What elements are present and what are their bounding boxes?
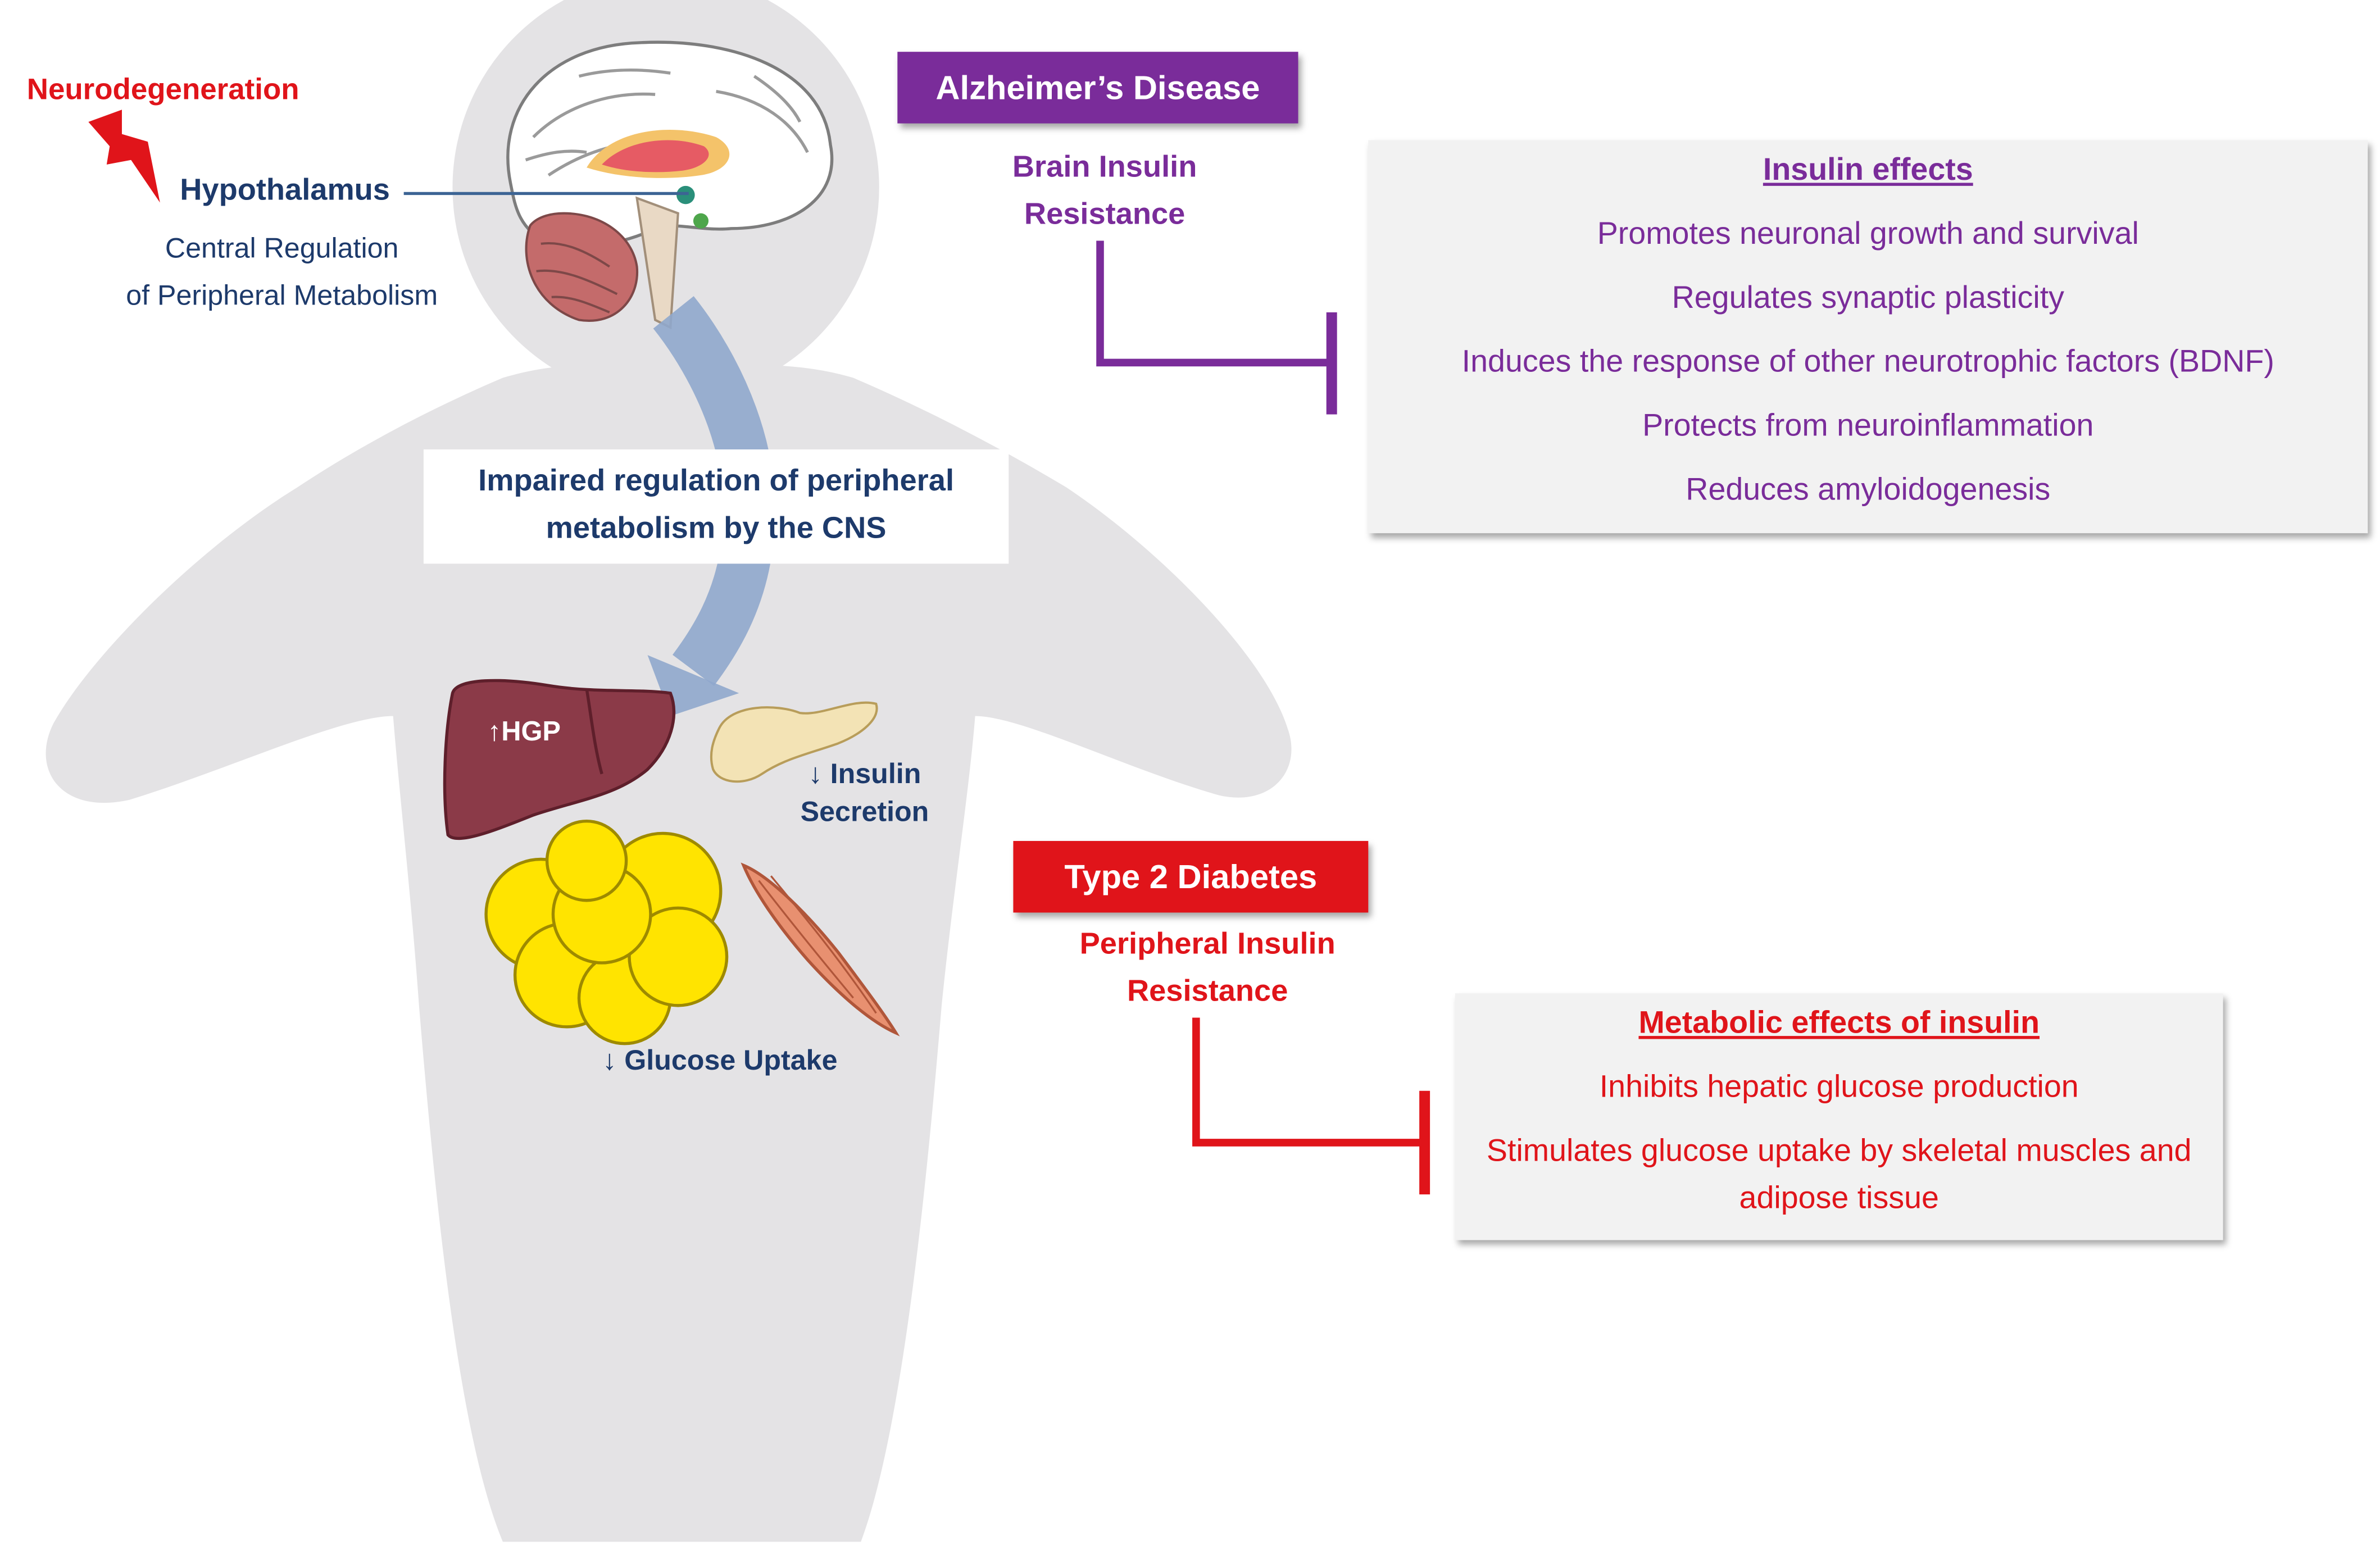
liver-icon [443,679,676,840]
central-regulation-label: Central Regulation of Peripheral Metabol… [92,224,473,319]
type-2-diabetes-tag: Type 2 Diabetes [1013,840,1369,913]
metabolic-effects-title: Metabolic effects of insulin [1638,1005,2040,1041]
glucose-uptake-label: ↓ Glucose Uptake [602,1043,838,1076]
alzheimers-inhibition-line [1096,240,1329,367]
insulin-effect-item: Promotes neuronal growth and survival [1597,216,2139,252]
impaired-regulation-line-1: Impaired regulation of peripheral [478,465,955,498]
insulin-secretion-line-2: Secretion [800,795,929,827]
hypothalamus-label: Hypothalamus [180,174,390,207]
insulin-effect-item: Regulates synaptic plasticity [1672,280,2064,316]
insulin-effect-item: Protects from neuroinflammation [1642,408,2094,444]
diabetes-inhibition-line [1192,1017,1420,1147]
brain-insulin-resistance-label: Brain Insulin Resistance [968,145,1242,239]
pancreas-icon [710,701,878,783]
peripheral-insulin-resistance-line-2: Resistance [1127,975,1288,1009]
peripheral-insulin-resistance-line-1: Peripheral Insulin [1079,927,1336,962]
metabolic-effect-item: Inhibits hepatic glucose production [1599,1069,2079,1105]
insulin-effect-item: Reduces amyloidogenesis [1686,472,2051,508]
impaired-regulation-box: Impaired regulation of peripheral metabo… [423,449,1009,564]
hgp-label: ↑HGP [487,716,561,747]
central-regulation-line-2: of Peripheral Metabolism [126,279,438,311]
metabolic-effect-item: Stimulates glucose uptake by skeletal mu… [1486,1133,2192,1216]
brain-icon [506,40,834,330]
lightning-bolt-icon [88,110,160,203]
insulin-effects-box: Insulin effects Promotes neuronal growth… [1368,140,2368,534]
insulin-effect-item: Induces the response of other neurotroph… [1461,344,2274,380]
brain-insulin-resistance-line-1: Brain Insulin [1012,151,1197,185]
insulin-secretion-label: ↓ Insulin Secretion [785,754,945,830]
impaired-regulation-line-2: metabolism by the CNS [546,512,887,545]
metabolic-effects-box: Metabolic effects of insulin Inhibits he… [1455,993,2223,1240]
muscle-icon [741,862,900,1036]
insulin-effects-title: Insulin effects [1763,152,1973,188]
brain-insulin-resistance-line-2: Resistance [1024,198,1186,232]
insulin-secretion-line-1: ↓ Insulin [808,757,921,789]
peripheral-insulin-resistance-label: Peripheral Insulin Resistance [1044,922,1371,1016]
alzheimers-disease-tag: Alzheimer’s Disease [897,52,1298,124]
central-regulation-line-1: Central Regulation [165,231,399,264]
fat-cells-icon [484,820,729,1045]
neurodegeneration-label: Neurodegeneration [26,73,299,107]
